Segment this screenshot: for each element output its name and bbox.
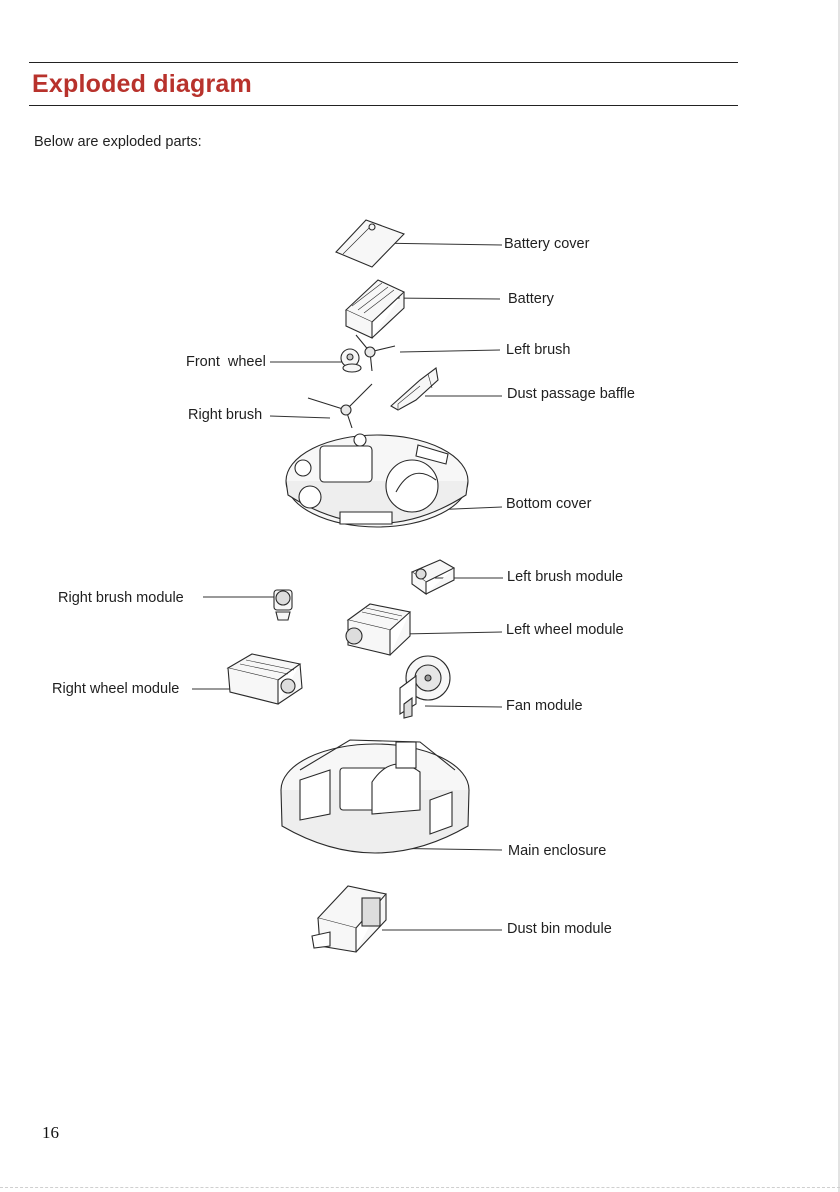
- label-left-brush: Left brush: [506, 342, 571, 358]
- label-right-brush: Right brush: [188, 407, 262, 423]
- label-right-brush-module: Right brush module: [58, 590, 184, 606]
- label-left-brush-module: Left brush module: [507, 569, 623, 585]
- label-left-wheel-module: Left wheel module: [506, 622, 624, 638]
- label-right-wheel-module: Right wheel module: [52, 681, 179, 697]
- label-battery: Battery: [508, 291, 554, 307]
- label-dust-passage-baffle: Dust passage baffle: [507, 386, 635, 402]
- right-brush-part: [308, 384, 372, 428]
- leader-fan-module: [425, 706, 502, 707]
- label-battery-cover: Battery cover: [504, 236, 589, 252]
- label-bottom-cover: Bottom cover: [506, 496, 591, 512]
- label-fan-module: Fan module: [506, 698, 583, 714]
- bottom-cover-part: [286, 434, 468, 527]
- left-brush-module-part: [412, 560, 454, 594]
- leader-left-brush: [400, 350, 500, 352]
- leader-left-wheel-module: [402, 632, 502, 634]
- battery-part: [346, 280, 404, 338]
- label-front-wheel: Front wheel: [186, 354, 266, 370]
- dust-baffle-part: [391, 368, 438, 410]
- battery-cover-part: [336, 220, 404, 267]
- dust-bin-module-part: [312, 886, 386, 952]
- leader-battery: [388, 298, 500, 299]
- fan-module-part: [400, 656, 450, 718]
- left-wheel-module-part: [346, 604, 410, 655]
- front-wheel-part: [341, 349, 361, 372]
- label-main-enclosure: Main enclosure: [508, 843, 606, 859]
- page-number: 16: [42, 1123, 59, 1143]
- leader-right-brush: [270, 416, 330, 418]
- label-dust-bin-module: Dust bin module: [507, 921, 612, 937]
- main-enclosure-part: [281, 740, 469, 853]
- left-brush-part: [356, 335, 395, 371]
- right-brush-module-part: [274, 590, 292, 620]
- right-wheel-module-part: [228, 654, 302, 704]
